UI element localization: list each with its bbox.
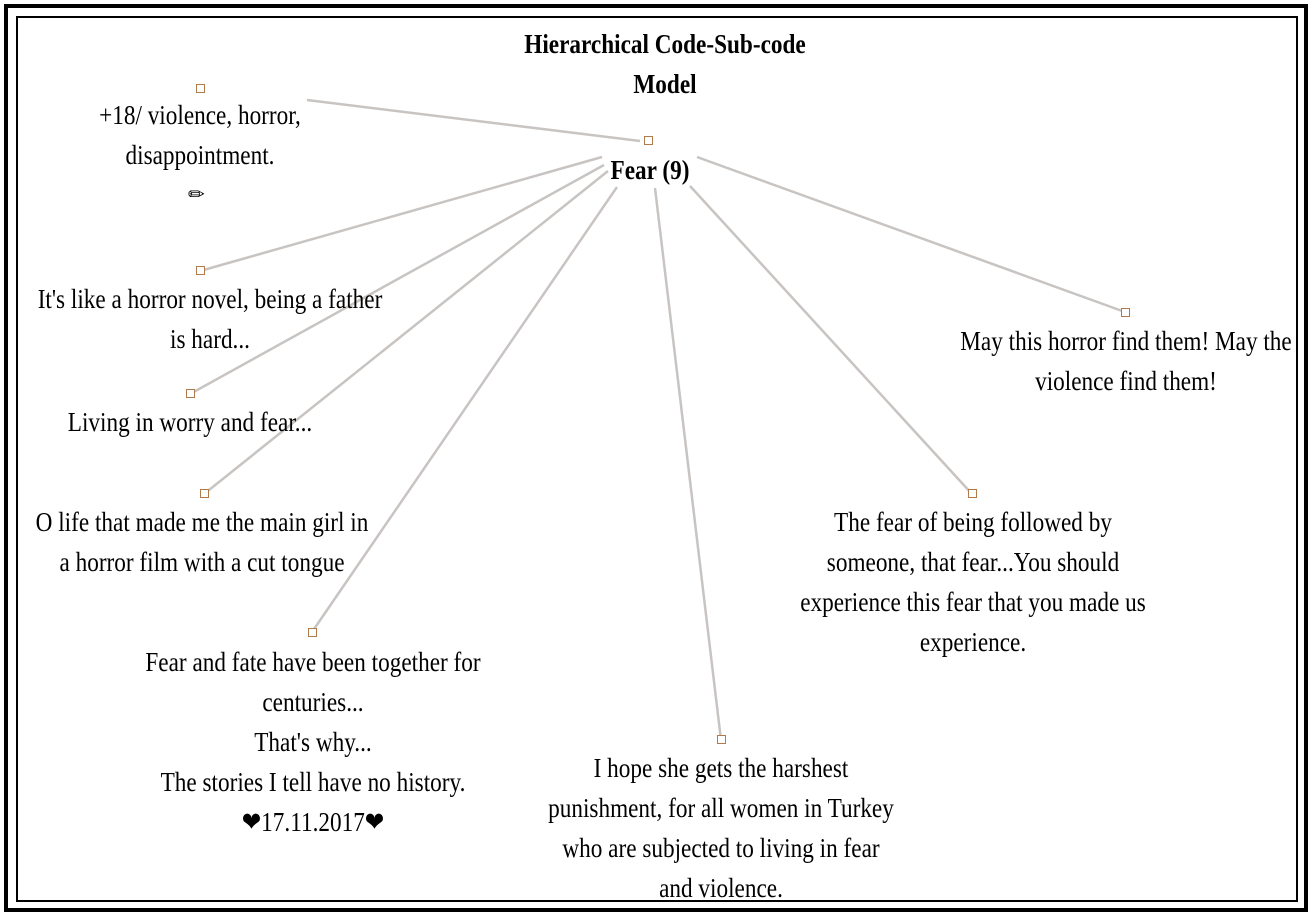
node-5-line-3: That's why... bbox=[254, 727, 372, 757]
node-8-line-2: violence find them! bbox=[1035, 366, 1217, 396]
node-6-line-3: who are subjected to living in fear bbox=[562, 833, 880, 863]
node-2-line-2: is hard... bbox=[170, 324, 250, 354]
pencil-icon[interactable]: ✏ bbox=[188, 182, 205, 206]
link-node-4 bbox=[203, 170, 609, 495]
node-7-label[interactable]: The fear of being followed by someone, t… bbox=[775, 502, 1171, 662]
center-node-marker[interactable] bbox=[644, 136, 653, 145]
node-3-marker[interactable] bbox=[186, 389, 195, 398]
node-1-marker[interactable] bbox=[196, 84, 205, 93]
node-2-marker[interactable] bbox=[196, 266, 205, 275]
node-1-line-2: disappointment. bbox=[125, 140, 275, 170]
link-node-2 bbox=[199, 155, 603, 273]
node-2-label[interactable]: It's like a horror novel, being a father… bbox=[0, 279, 425, 359]
link-node-3 bbox=[189, 163, 605, 396]
node-5-marker[interactable] bbox=[308, 628, 317, 637]
node-5-label[interactable]: Fear and fate have been together for cen… bbox=[115, 642, 511, 842]
node-8-marker[interactable] bbox=[1121, 308, 1130, 317]
node-1-line-1: +18/ violence, horror, bbox=[99, 100, 301, 130]
node-5-line-2: centuries... bbox=[262, 687, 364, 717]
center-node-label[interactable]: Fear (9) bbox=[610, 155, 690, 185]
diagram-title-line-1: Hierarchical Code-Sub-code bbox=[524, 29, 806, 59]
node-6-line-2: punishment, for all women in Turkey bbox=[548, 793, 894, 823]
node-5-line-1: Fear and fate have been together for bbox=[145, 647, 481, 677]
node-6-label[interactable]: I hope she gets the harshest punishment,… bbox=[523, 748, 919, 908]
node-3-label[interactable]: Living in worry and fear... bbox=[40, 402, 341, 442]
node-6-marker[interactable] bbox=[717, 735, 726, 744]
node-2-line-1: It's like a horror novel, being a father bbox=[37, 284, 383, 314]
link-node-8 bbox=[696, 155, 1126, 314]
node-5-line-4: The stories I tell have no history. bbox=[160, 767, 466, 797]
node-7-line-2: someone, that fear...You should bbox=[826, 547, 1120, 577]
diagram-inner-border bbox=[16, 16, 1298, 902]
diagram-title: Hierarchical Code-Sub-code Model bbox=[476, 24, 854, 104]
node-4-marker[interactable] bbox=[200, 489, 209, 498]
node-4-line-1: O life that made me the main girl in bbox=[35, 507, 369, 537]
node-6-line-4: and violence. bbox=[659, 873, 783, 903]
node-7-marker[interactable] bbox=[968, 489, 977, 498]
link-node-6 bbox=[653, 187, 723, 741]
node-3-line-1: Living in worry and fear... bbox=[67, 407, 313, 437]
link-node-5 bbox=[310, 186, 619, 633]
node-7-line-1: The fear of being followed by bbox=[834, 507, 1112, 537]
node-6-line-1: I hope she gets the harshest bbox=[593, 753, 849, 783]
node-1-label[interactable]: +18/ violence, horror, disappointment. bbox=[28, 95, 372, 175]
diagram-title-line-2: Model bbox=[633, 69, 697, 99]
node-4-line-2: a horror film with a cut tongue bbox=[59, 547, 345, 577]
node-5-line-5: ❤17.11.2017❤ bbox=[241, 807, 385, 837]
link-node-1 bbox=[306, 98, 641, 143]
node-7-line-4: experience. bbox=[919, 627, 1027, 657]
node-7-line-3: experience this fear that you made us bbox=[800, 587, 1146, 617]
node-8-line-1: May this horror find them! May the bbox=[960, 326, 1292, 356]
node-8-label[interactable]: May this horror find them! May the viole… bbox=[928, 321, 1312, 401]
diagram-frame bbox=[4, 4, 1308, 912]
link-node-7 bbox=[689, 185, 973, 495]
node-4-label[interactable]: O life that made me the main girl in a h… bbox=[4, 502, 400, 582]
